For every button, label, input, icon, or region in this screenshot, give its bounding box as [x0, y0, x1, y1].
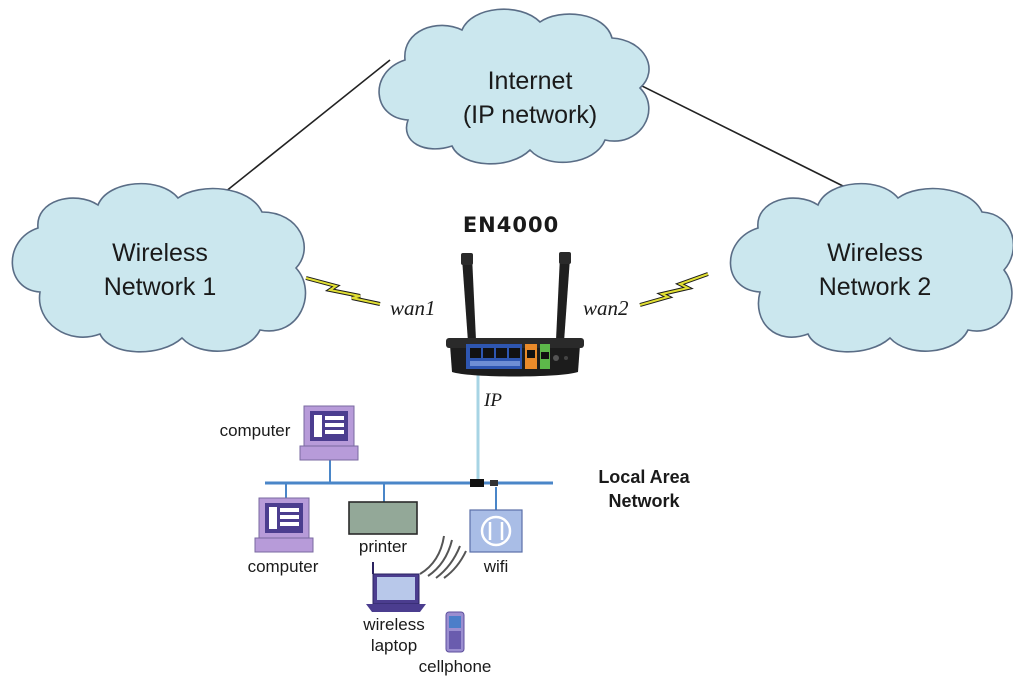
internet-label-line2: (IP network) [462, 101, 598, 129]
wireless-network-2-cloud [729, 182, 1013, 353]
lan-label: Local Area Network [574, 465, 714, 513]
laptop-label: wireless laptop [356, 614, 432, 656]
wireless-network-1-cloud [11, 182, 307, 353]
internet-to-wireless1-link [214, 59, 391, 201]
wireless-network-2-label: Wireless Network 2 [795, 236, 955, 304]
internet-to-wireless2-link [619, 74, 856, 193]
wireless-network-2-line2: Network 2 [818, 273, 932, 301]
internet-label-line1: Internet [487, 67, 573, 95]
computer-top-icon [299, 405, 359, 461]
wireless-network-1-line2: Network 1 [103, 273, 217, 301]
computer-bottom-label: computer [247, 557, 319, 576]
laptop-icon [366, 562, 426, 612]
wifi-access-point-icon [469, 509, 523, 553]
router-model-label: EN4000 [462, 213, 560, 237]
computer-bottom-icon [254, 497, 314, 553]
wan2-label: wan2 [583, 296, 629, 320]
printer-icon [348, 501, 418, 535]
ip-link-label: IP [484, 390, 502, 411]
en4000-router [446, 252, 584, 377]
internet-cloud [378, 8, 650, 165]
printer-label: printer [358, 537, 408, 556]
lan-label-line2: Network [608, 491, 680, 511]
cellphone-icon [445, 611, 465, 653]
computer-top-label: computer [219, 421, 291, 440]
wireless-network-1-label: Wireless Network 1 [80, 236, 240, 304]
radio-waves-icon [419, 535, 467, 579]
laptop-label-line1: wireless [363, 615, 425, 634]
wan2-wireless-bolt [639, 272, 709, 307]
internet-cloud-label: Internet (IP network) [440, 64, 620, 132]
laptop-label-line2: laptop [370, 636, 418, 655]
wifi-label: wifi [483, 557, 509, 576]
wan1-label: wan1 [390, 296, 436, 320]
wan1-wireless-bolt [305, 276, 381, 306]
lan-label-line1: Local Area [598, 467, 690, 487]
wireless-network-1-line1: Wireless [112, 239, 208, 267]
wireless-network-2-line1: Wireless [827, 239, 923, 267]
lan-tap [470, 479, 484, 487]
cellphone-label: cellphone [418, 657, 492, 676]
